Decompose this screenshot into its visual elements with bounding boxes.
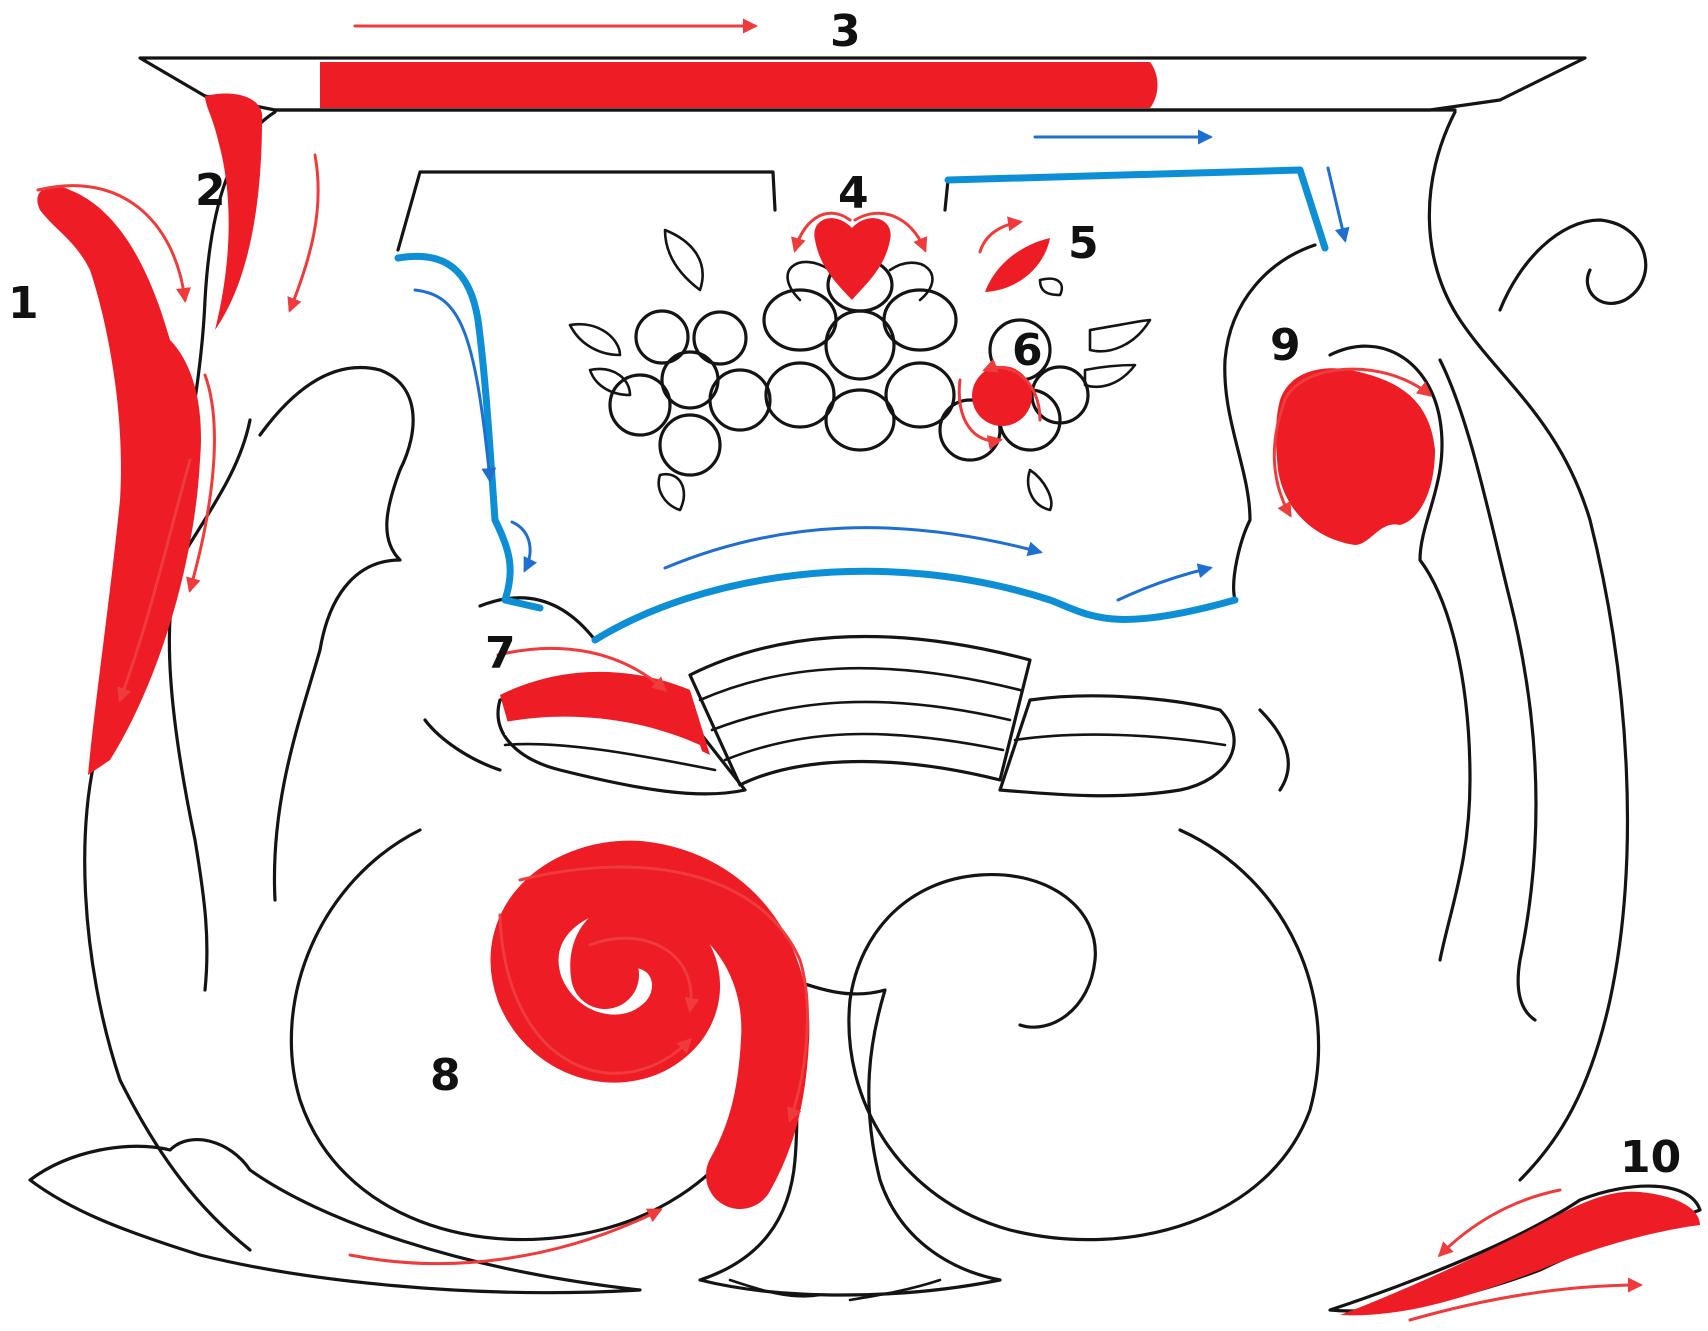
blue-panel-bottom-edge (591, 567, 1239, 644)
right-top-curl (1498, 218, 1648, 312)
leaf (657, 472, 686, 512)
stroke-5-paint (985, 238, 1050, 292)
panel-top-right-edge (943, 178, 950, 212)
panel-top-left-edge (396, 170, 777, 252)
step-label-4: 4 (838, 168, 869, 219)
stroke-3-paint (320, 62, 1158, 108)
lower-left-leaf (28, 1138, 642, 1295)
flower-cluster (568, 228, 1152, 512)
step-label-7: 7 (485, 628, 516, 679)
step-label-10: 10 (1620, 1132, 1681, 1183)
stroke-1-paint (37, 186, 201, 775)
line-art (28, 56, 1702, 1313)
left-scroll-leaf (258, 365, 415, 902)
leaf (1026, 468, 1053, 512)
blue-arrow-right-down (1326, 166, 1350, 243)
leaf (588, 367, 632, 397)
red-strokes (36, 18, 1700, 1322)
leaf (1083, 363, 1137, 389)
stroke-8-paint (490, 840, 810, 1209)
blue-arrow-bottom-curve (663, 526, 1043, 570)
blue-panel-top-right-edge (944, 166, 1329, 252)
leaf (663, 228, 704, 292)
blue-arrow-bottom-right (1116, 563, 1213, 602)
panel-bottom-left-notch (478, 596, 597, 642)
leaf (1088, 318, 1152, 353)
leaf (568, 322, 622, 357)
step-label-9: 9 (1270, 320, 1301, 371)
blue-panel-left-edge (394, 252, 544, 612)
stroke-2-paint (205, 93, 263, 331)
right-scroll-leaf (1328, 344, 1472, 962)
left-inner-scroll (167, 418, 252, 992)
step-label-2: 2 (195, 165, 226, 216)
stroke-10-paint (1340, 1191, 1700, 1316)
step-label-3: 3 (830, 6, 861, 57)
panel-right-notch (1223, 243, 1317, 602)
step-label-6: 6 (1012, 325, 1043, 376)
step-label-5: 5 (1068, 218, 1099, 269)
leaf (1038, 277, 1064, 297)
blue-arrow-notch (510, 520, 538, 573)
right-outer-frame (1427, 110, 1630, 1182)
center-shell (698, 973, 1002, 1297)
step-label-8: 8 (430, 1050, 461, 1101)
right-big-spiral (847, 828, 1321, 1242)
right-inner-scroll (1438, 358, 1538, 1022)
blue-arrow-left-curve (413, 288, 497, 483)
blue-strokes (394, 129, 1350, 644)
stroke-6-paint (972, 366, 1032, 426)
stroke-9-paint (1275, 368, 1435, 545)
ribbon-banner (423, 634, 1290, 798)
step-labels: 1 2 3 4 5 6 7 8 9 10 (8, 6, 1681, 1183)
step-label-1: 1 (8, 278, 39, 329)
stroke-4-paint (814, 218, 891, 300)
